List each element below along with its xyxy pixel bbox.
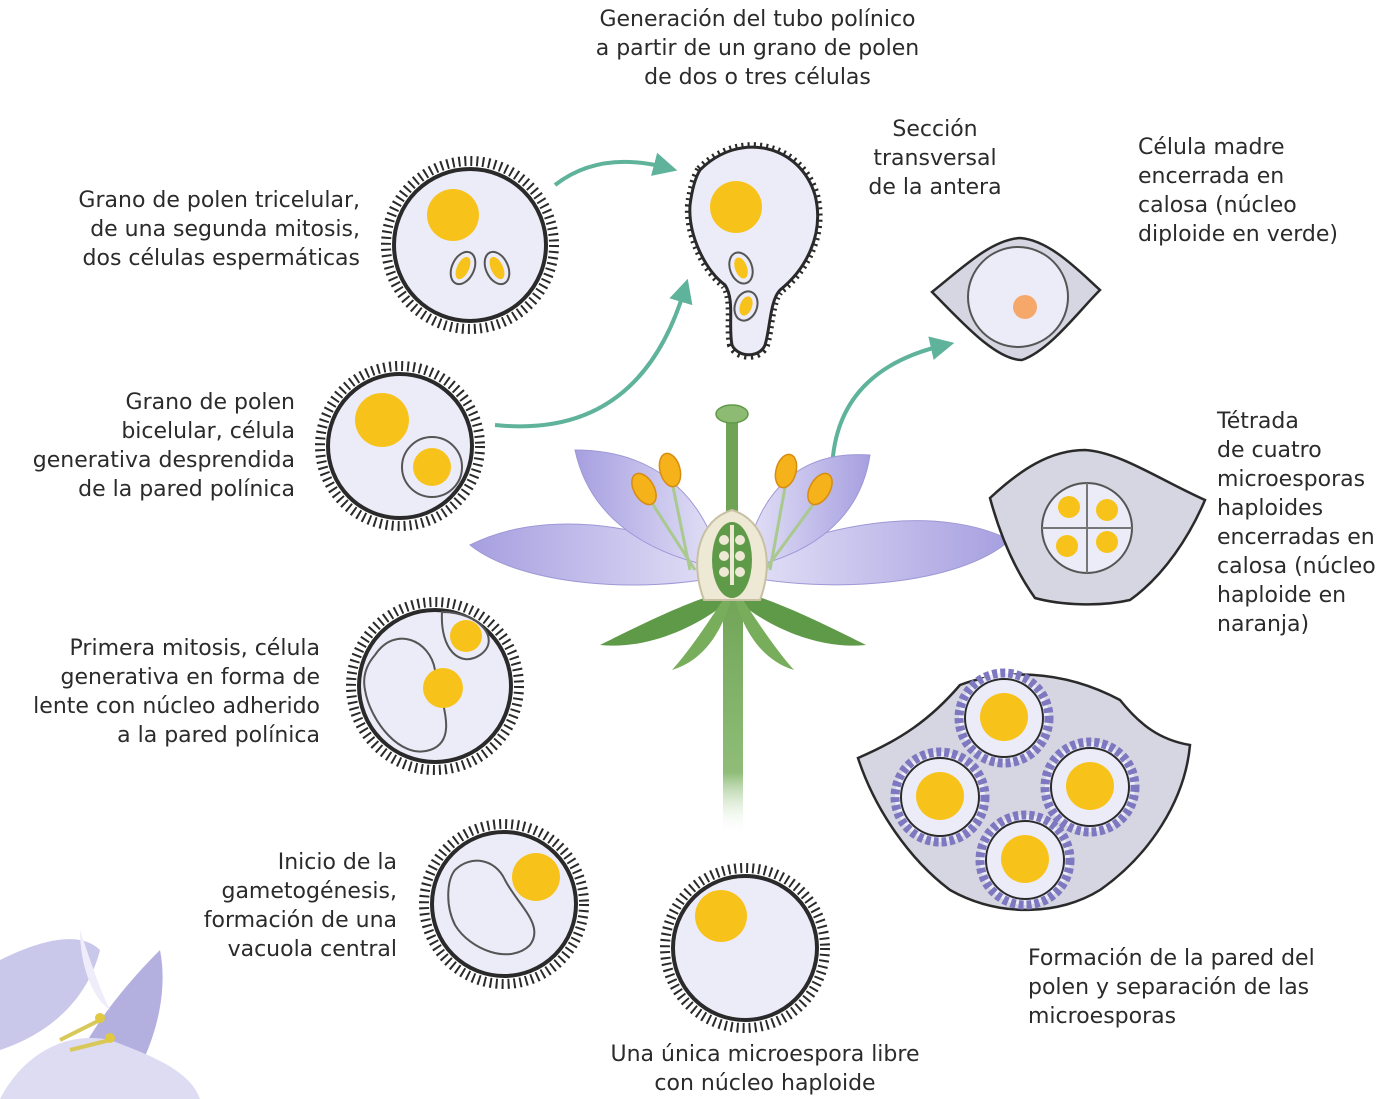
label-bicellular: Grano de polen bicelular, célula generat…	[0, 388, 295, 504]
free-microspore	[665, 868, 825, 1028]
label-wall-formation: Formación de la pared del polen y separa…	[1028, 944, 1368, 1031]
label-tube-generation: Generación del tubo polínico a partir de…	[560, 5, 955, 92]
haploid-nucleus	[695, 890, 747, 942]
stigma	[716, 405, 748, 423]
label-tricellular: Grano de polen tricelular, de una segund…	[20, 186, 360, 273]
vegetative-nucleus	[427, 189, 479, 241]
arrow-tricellular-to-tube	[555, 162, 668, 185]
label-tetrad: Tétrada de cuatro microesporas haploides…	[1217, 407, 1390, 639]
vegetative-nucleus	[355, 393, 409, 447]
diploid-nucleus	[1013, 295, 1037, 319]
nucleus	[423, 668, 463, 708]
gametogenesis-pollen-grain	[424, 824, 584, 984]
flower-stem	[723, 585, 743, 835]
vegetative-nucleus	[710, 181, 762, 233]
label-gametogenesis: Inicio de la gametogénesis, formación de…	[150, 848, 397, 964]
label-mother-cell: Célula madre encerrada en calosa (núcleo…	[1138, 133, 1388, 249]
first-mitosis-pollen-grain	[351, 602, 519, 770]
label-first-mitosis: Primera mitosis, célula generativa en fo…	[0, 634, 320, 750]
tricellular-pollen-grain	[386, 161, 554, 329]
tetrad-in-callose	[990, 450, 1205, 604]
arrow-flower-to-section	[832, 345, 945, 470]
style	[726, 418, 738, 518]
mother-cell-in-callose	[932, 238, 1100, 360]
pollen-tube-grain	[690, 147, 818, 355]
bicellular-pollen-grain	[320, 366, 480, 526]
nucleus	[512, 853, 560, 901]
pollen-wall-formation	[858, 673, 1190, 910]
label-free-microspore: Una única microespora libre con núcleo h…	[580, 1040, 950, 1098]
label-anther-section: Sección transversal de la antera	[850, 115, 1020, 202]
